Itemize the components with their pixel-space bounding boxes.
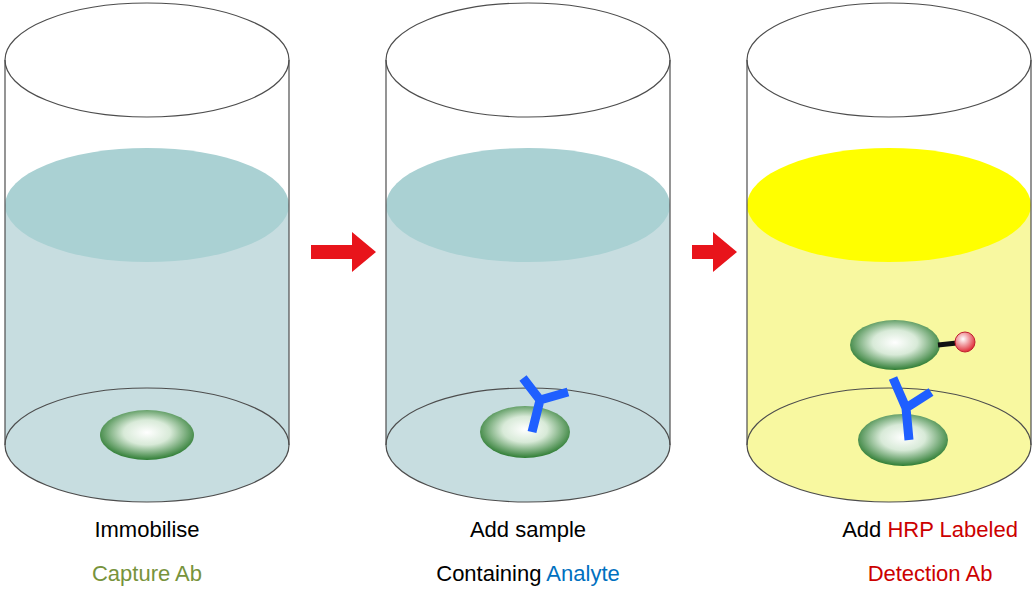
step-arrow [311,232,376,272]
well-wall [385,60,386,445]
well-wall [746,60,747,445]
well-wall [1030,60,1031,445]
step-caption: Immobilise Capture Ab [72,508,222,596]
step-text: Capture Ab [92,561,202,586]
well-step: Immobilise Capture Ab [3,0,291,600]
well-rim [386,3,670,117]
step-text: Immobilise [94,517,199,542]
detection-antibody [850,320,940,370]
liquid-surface [5,148,289,262]
liquid-bottom [5,388,289,502]
step-caption: Add HRP Labeled Detection Ab [830,508,1030,596]
well-cylinder [384,0,672,505]
well-cylinder [745,0,1033,505]
liquid-bottom [386,388,670,502]
liquid-bottom [747,388,1031,502]
well-rim [5,3,289,117]
well-step: Add sample Containing Analyte [384,0,672,600]
capture-antibody [480,406,570,458]
step-arrow [692,232,737,272]
well-floor [5,388,289,502]
step-caption: Add sample Containing Analyte [428,508,628,596]
well-wall [669,60,670,445]
well-wall [4,60,5,445]
hrp-linker [938,343,957,345]
step-text: Add [842,517,881,542]
capture-antibody [100,410,194,460]
liquid-surface [747,148,1031,262]
well-wall [288,60,289,445]
analyte-molecule [523,378,568,432]
step-text: HRP Labeled Detection Ab [868,517,1018,586]
well-rim [747,3,1031,117]
step-text: Analyte [546,561,619,586]
hrp-enzyme [955,332,975,352]
well-step: Add HRP Labeled Detection Ab [745,0,1033,600]
analyte-molecule [893,378,931,440]
well-cylinder [3,0,291,505]
well-floor [747,388,1031,502]
well-floor [386,388,670,502]
liquid-surface [386,148,670,262]
